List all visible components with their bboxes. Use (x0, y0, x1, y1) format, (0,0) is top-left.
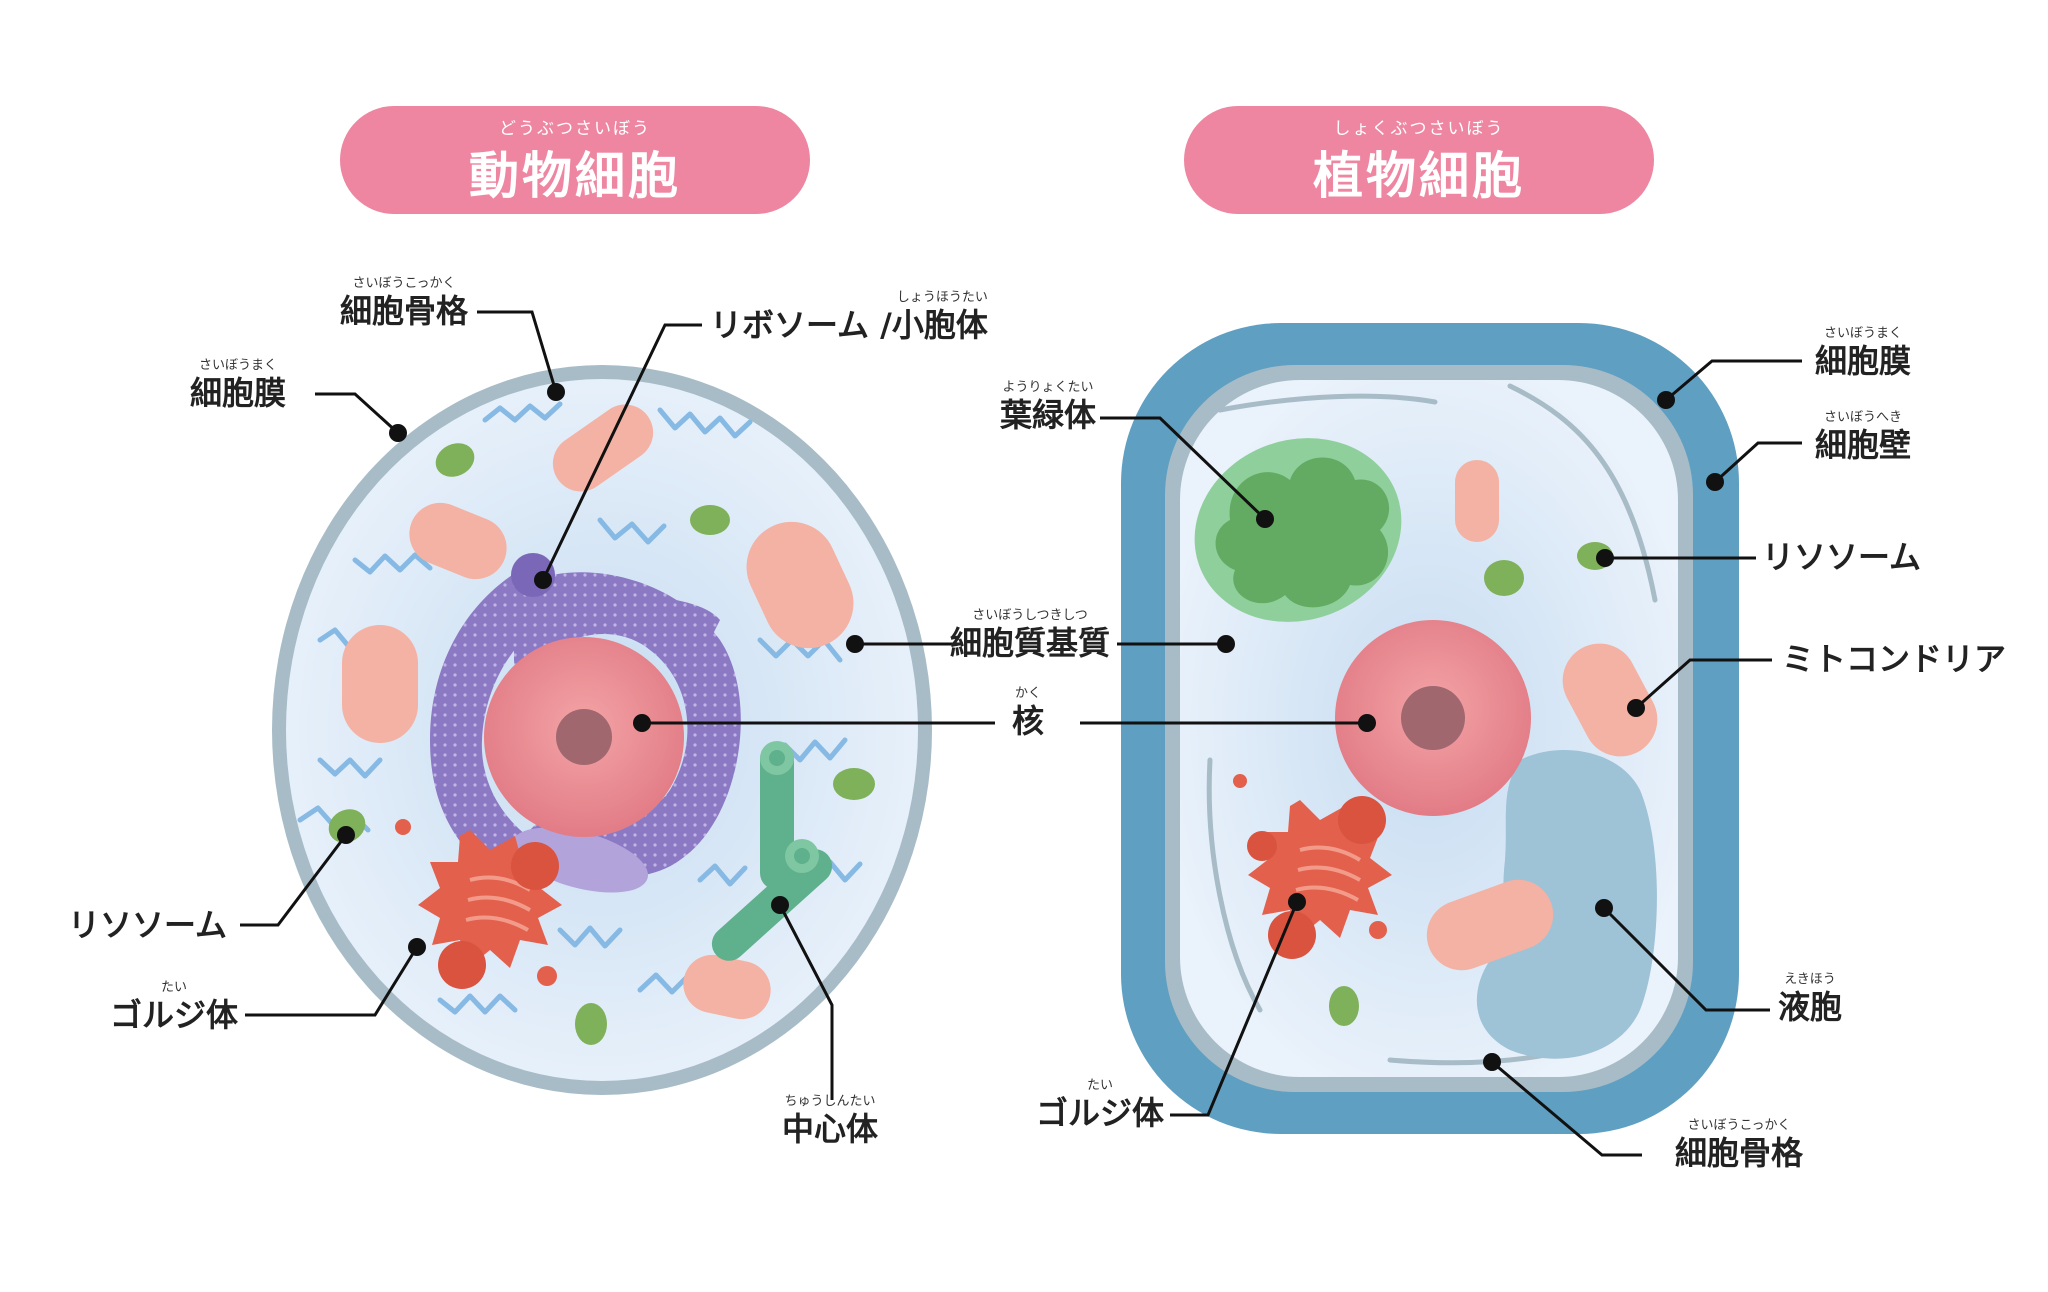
label-ruby: たい (1087, 1078, 1114, 1093)
label-ruby: さいぼうまく (1824, 326, 1903, 341)
label-ruby: さいぼうまく (199, 358, 278, 373)
label-text: リソソーム (68, 906, 228, 944)
plant-lysosomes (1329, 542, 1613, 1026)
label-text: 液胞 (1778, 988, 1843, 1026)
animal-cell-title: どうぶつさいぼう 動物細胞 (340, 106, 810, 214)
label-plant-mitochondria: ミトコンドリア (1782, 640, 2006, 678)
label-text: ゴルジ体 (110, 996, 239, 1034)
label-ruby: かく (1015, 686, 1042, 701)
leader-lines (240, 310, 1802, 1157)
label-plant-vacuole: えきほう 液胞 (1778, 972, 1842, 1026)
label-text: 葉緑体 (1000, 396, 1097, 434)
label-text: ゴルジ体 (1036, 1094, 1165, 1132)
label-text: リソソーム (1762, 538, 1922, 576)
label-text: 細胞壁 (1815, 426, 1912, 464)
label-nucleus: かく 核 (1012, 686, 1044, 740)
label-ruby: さいぼうへき (1824, 410, 1903, 425)
label-cytoplasm: さいぼうしつきしつ 細胞質基質 (950, 608, 1110, 662)
animal-title-ruby: どうぶつさいぼう (499, 119, 651, 139)
label-text: 核 (1012, 702, 1045, 740)
animal-title-text: 動物細胞 (469, 147, 681, 205)
label-ruby: えきほう (1784, 972, 1836, 987)
label-ruby: さいぼうこっかく (352, 276, 456, 291)
label-plant-chloroplast: ようりょくたい 葉緑体 (1000, 380, 1096, 434)
label-text: 細胞骨格 (1675, 1134, 1804, 1172)
animal-cell (272, 365, 932, 1095)
label-animal-centrosome: ちゅうしんたい 中心体 (782, 1094, 878, 1148)
label-ruby: ようりょくたい (1002, 380, 1094, 395)
label-plant-cell-membrane: さいぼうまく 細胞膜 (1815, 326, 1911, 380)
label-animal-cytoskeleton: さいぼうこっかく 細胞骨格 (340, 276, 468, 330)
label-plant-cell-wall: さいぼうへき 細胞壁 (1815, 410, 1911, 464)
label-ruby: さいぼうしつきしつ (972, 608, 1088, 623)
plant-golgi (1233, 774, 1392, 959)
plant-cell (1121, 323, 1739, 1134)
leader-dots (337, 383, 1724, 1071)
label-text: 細胞膜 (190, 374, 287, 412)
plant-vacuole (1476, 750, 1657, 1059)
label-plant-cytoskeleton: さいぼうこっかく 細胞骨格 (1675, 1118, 1803, 1172)
plant-title-text: 植物細胞 (1313, 147, 1525, 205)
plant-mitochondria (1426, 460, 1658, 971)
label-ruby: たい (161, 980, 188, 995)
label-ruby: しょうほうたい (896, 290, 988, 305)
label-text: ミトコンドリア (1782, 640, 2007, 678)
label-animal-cell-membrane: さいぼうまく 細胞膜 (190, 358, 286, 412)
label-text: リボソーム /小胞体 (710, 306, 988, 344)
label-text: 細胞膜 (1815, 342, 1912, 380)
label-text: 細胞質基質 (950, 624, 1111, 662)
label-ruby: ちゅうしんたい (784, 1094, 876, 1109)
animal-lysosomes (328, 443, 875, 1045)
label-plant-golgi: たい ゴルジ体 (1036, 1078, 1164, 1132)
label-animal-ribosome: しょうほうたい リボソーム /小胞体 (710, 290, 988, 344)
label-plant-lysosome: リソソーム (1762, 538, 1921, 576)
label-animal-lysosome: リソソーム (68, 906, 227, 944)
animal-nucleolus (556, 709, 612, 765)
label-animal-golgi: たい ゴルジ体 (110, 980, 238, 1034)
animal-golgi (395, 819, 562, 989)
label-text: 細胞骨格 (340, 292, 469, 330)
animal-mitochondria (342, 404, 854, 1020)
plant-title-ruby: しょくぶつさいぼう (1333, 119, 1505, 139)
plant-nucleolus (1401, 686, 1465, 750)
plant-cell-title: しょくぶつさいぼう 植物細胞 (1184, 106, 1654, 214)
label-ruby: さいぼうこっかく (1687, 1118, 1791, 1133)
plant-chloroplast (1194, 438, 1402, 622)
label-text: 中心体 (782, 1110, 879, 1148)
